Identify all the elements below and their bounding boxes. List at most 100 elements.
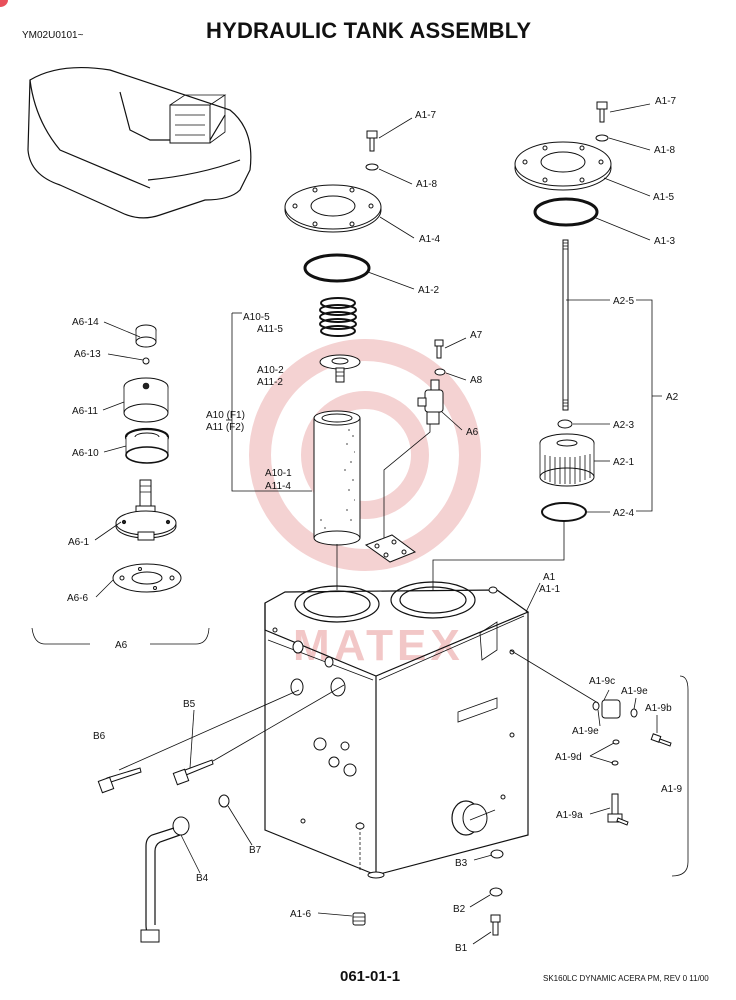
part-a10-1-element [313, 410, 361, 546]
label-a10-5: A10-5 [243, 312, 270, 323]
label-a2-1: A2-1 [613, 457, 635, 468]
bracket-a1-9 [671, 675, 689, 877]
label-a1-9e-left: A1-9e [572, 726, 599, 737]
label-a11-5: A11-5 [257, 324, 283, 335]
part-b4 [140, 816, 190, 943]
label-a2-3: A2-3 [613, 420, 635, 431]
label-b3: B3 [455, 858, 468, 869]
part-a2-4 [541, 502, 587, 522]
bracket-a6 [31, 627, 210, 645]
label-b1: B1 [455, 943, 468, 954]
part-a1-tank [264, 581, 530, 879]
label-a10-1: A10-1 [265, 468, 292, 479]
label-a8: A8 [470, 375, 483, 386]
mount-plate [364, 534, 417, 563]
label-a1-4: A1-4 [419, 234, 441, 245]
part-b6 [97, 767, 142, 794]
label-b4: B4 [196, 873, 209, 884]
part-a1-9a [607, 793, 629, 826]
label-b7: B7 [249, 845, 262, 856]
part-a1-4 [284, 184, 382, 233]
label-a2: A2 [666, 392, 679, 403]
label-a1-9e-right: A1-9e [621, 686, 648, 697]
label-a11-4: A11-4 [265, 481, 291, 492]
part-a1-7-top [596, 101, 608, 123]
part-a1-9e-left [592, 701, 600, 711]
part-a1-9e-right [630, 708, 638, 718]
part-a1-9c [601, 699, 621, 719]
part-a6-6 [112, 563, 182, 593]
part-a1-6 [352, 912, 366, 926]
label-a2-4: A2-4 [613, 508, 635, 519]
part-a2-3-nut [557, 419, 573, 429]
label-a6-14: A6-14 [72, 317, 99, 328]
watermark-text: MATEX [293, 621, 464, 670]
label-a1-1: A1-1 [539, 584, 561, 595]
label-a11-f2: A11 (F2) [206, 422, 244, 433]
part-a8 [434, 368, 446, 376]
label-a2-5: A2-5 [613, 296, 635, 307]
part-a6-valve [417, 379, 444, 425]
bracket-a10 [231, 313, 312, 492]
part-a1-3 [533, 197, 599, 227]
label-a1-8-mid: A1-8 [416, 179, 438, 190]
part-a1-2 [303, 253, 371, 283]
label-a1-8-top: A1-8 [654, 145, 676, 156]
bracket-a2 [636, 299, 662, 512]
label-a1-6: A1-6 [290, 909, 312, 920]
part-a6-13 [142, 357, 150, 365]
part-a1-5 [514, 141, 612, 191]
label-a6-1: A6-1 [68, 537, 90, 548]
page-title: HYDRAULIC TANK ASSEMBLY [206, 18, 532, 43]
label-a1-5: A1-5 [653, 192, 675, 203]
label-a1-7-mid: A1-7 [415, 110, 437, 121]
label-a1-3: A1-3 [654, 236, 676, 247]
part-a10-5-spring [319, 297, 357, 337]
part-a1-9d-1 [612, 739, 620, 745]
part-a10-2-valve [319, 354, 361, 383]
label-a7: A7 [470, 330, 483, 341]
callout-labels: A1-7 A1-8 A1-5 A1-3 A1-7 A1-8 A1-4 A1-2 … [67, 96, 683, 954]
footer-model-revision: SK160LC DYNAMIC ACERA PM, REV 0 11/00 [543, 974, 709, 983]
part-a6-10 [124, 427, 170, 464]
part-a1-8-top [595, 134, 609, 142]
part-b7 [218, 794, 230, 808]
label-b6: B6 [93, 731, 106, 742]
label-b2: B2 [453, 904, 466, 915]
part-a6-14 [135, 324, 157, 348]
part-b3 [490, 849, 504, 859]
label-a1-2: A1-2 [418, 285, 440, 296]
label-a6-6: A6-6 [67, 593, 89, 604]
part-a1-9b [650, 733, 672, 747]
label-a6-group: A6 [115, 640, 128, 651]
label-a1-7-top: A1-7 [655, 96, 677, 107]
part-a6-1 [115, 479, 177, 541]
label-a6-13: A6-13 [74, 349, 101, 360]
label-a10-f1: A10 (F1) [206, 410, 245, 421]
label-a1-9c: A1-9c [589, 676, 615, 687]
part-b5 [172, 759, 214, 786]
part-a1-8-mid [365, 163, 379, 171]
label-a11-2: A11-2 [257, 377, 283, 388]
label-a1-9b: A1-9b [645, 703, 672, 714]
part-a2-5-rod [562, 239, 569, 411]
machine-location-thumbnail [27, 66, 252, 219]
part-b1 [490, 914, 501, 936]
label-a6: A6 [466, 427, 479, 438]
label-b5: B5 [183, 699, 196, 710]
label-a10-2: A10-2 [257, 365, 284, 376]
leader-lines [94, 103, 658, 945]
part-b2 [489, 887, 503, 897]
label-a6-10: A6-10 [72, 448, 99, 459]
label-a1: A1 [543, 572, 556, 583]
page-number: 061-01-1 [340, 968, 401, 985]
label-a1-9: A1-9 [661, 784, 683, 795]
part-a6-11 [123, 377, 169, 423]
label-a6-11: A6-11 [72, 406, 98, 417]
part-a7 [434, 339, 444, 359]
part-a1-7-mid [366, 130, 378, 152]
corner-logo-mark [0, 0, 8, 7]
watermark: MATEX [249, 339, 481, 670]
label-a1-9a: A1-9a [556, 810, 583, 821]
